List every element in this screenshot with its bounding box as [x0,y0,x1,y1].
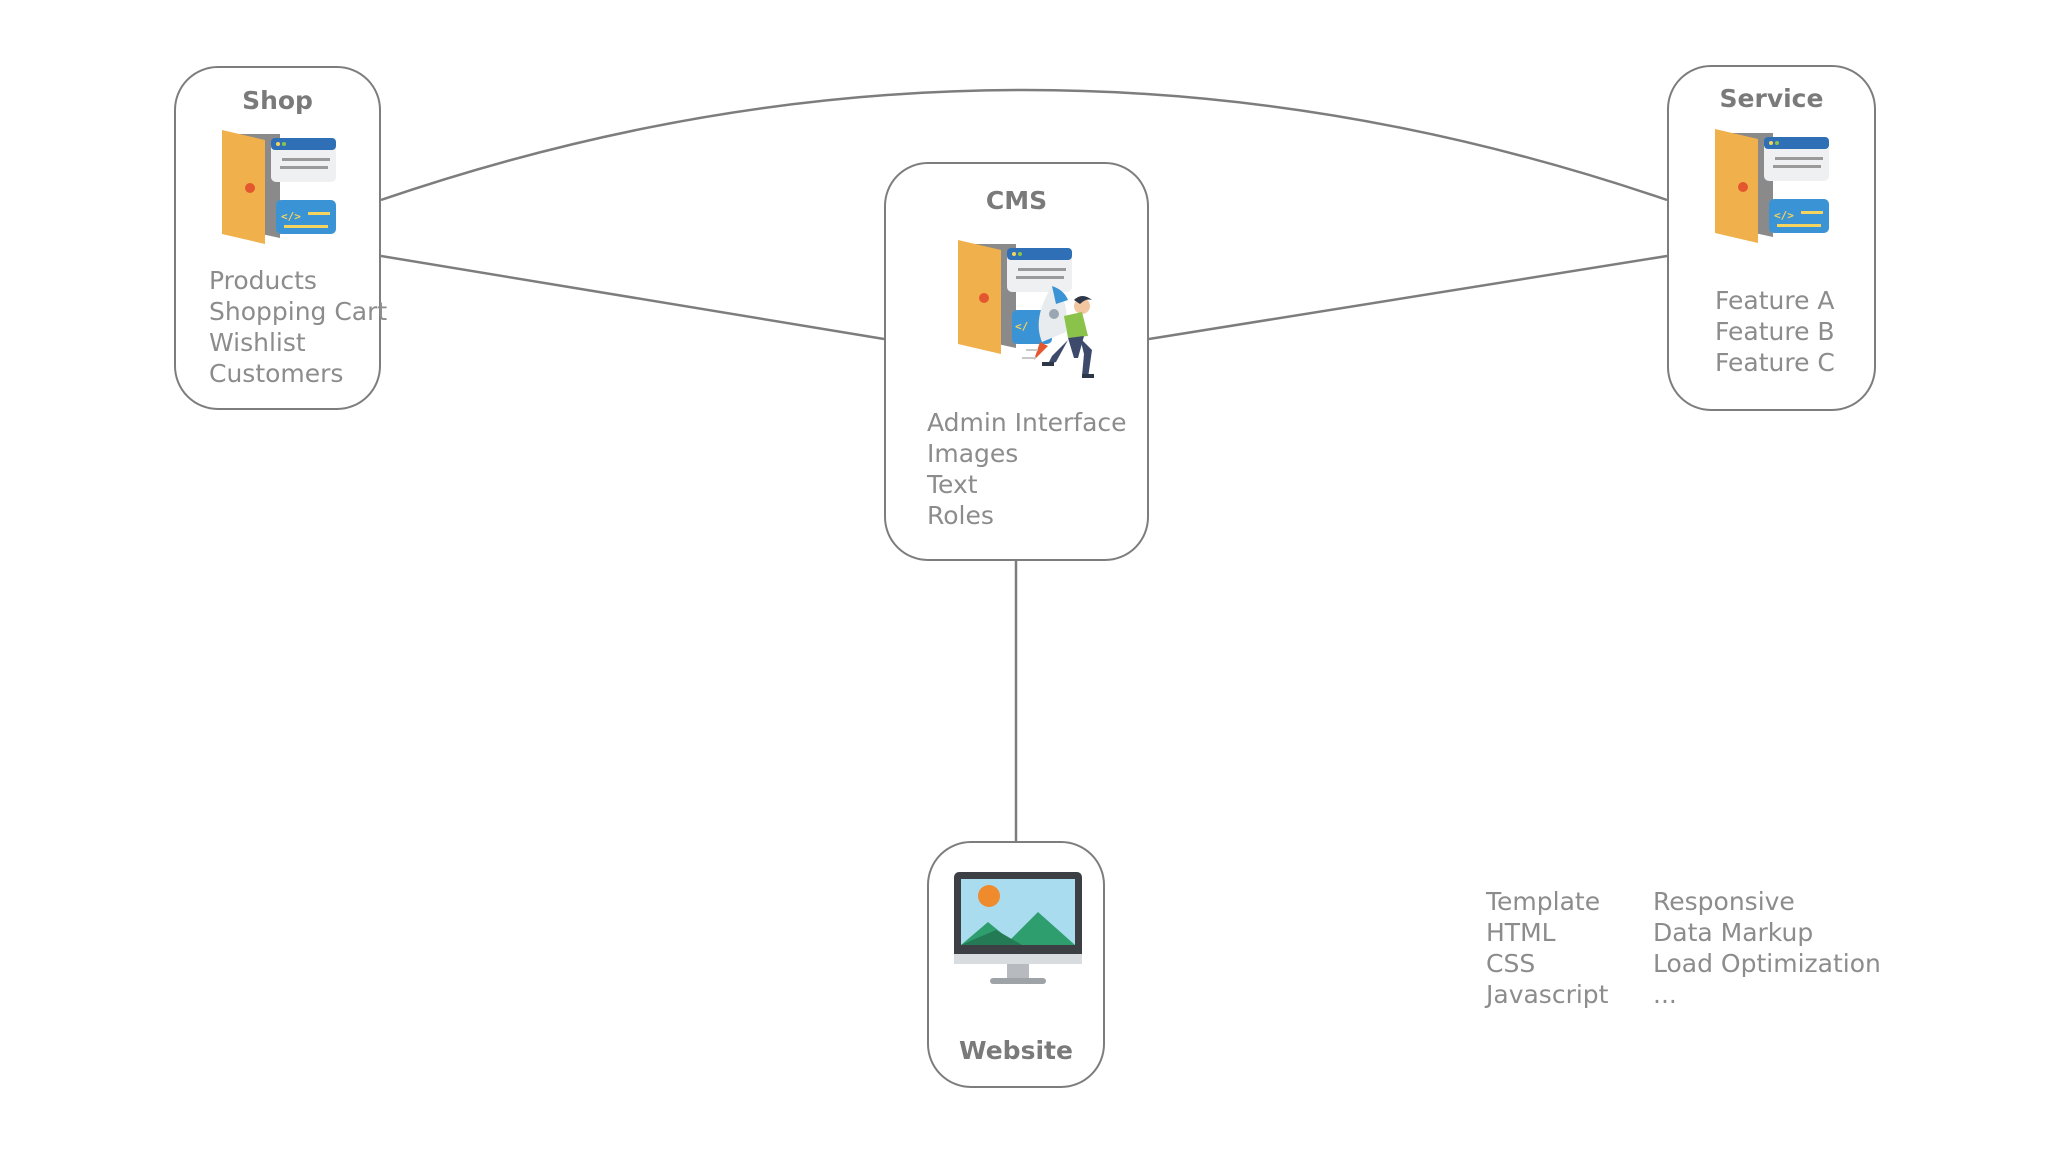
list-item: Products [209,266,317,295]
list-item: Feature A [1715,286,1835,315]
node-item-list: Admin Interface Images Text Roles [927,407,1127,531]
monitor-landscape-icon [952,870,1084,998]
node-shop: Shop </> Products Shopping Cart Wishlist… [174,66,387,410]
list-item: HTML [1486,918,1556,947]
list-item: Shopping Cart [209,297,388,326]
notes-right-list: Responsive Data Markup Load Optimization… [1653,886,1881,1010]
node-title: Shop [242,86,313,115]
node-item-list: Feature A Feature B Feature C [1715,285,1835,378]
notes-left-list: Template HTML CSS Javascript [1486,886,1608,1010]
edge-service-cms [1148,254,1668,341]
list-item: Text [927,470,978,499]
edge-shop-cms [380,254,885,341]
door-code-window-icon: </> [1713,127,1833,251]
edge-shop-service [380,88,1668,202]
node-item-list: Products Shopping Cart Wishlist Customer… [209,265,387,389]
list-item: Javascript [1486,980,1609,1009]
list-item: Roles [927,501,994,530]
list-item: Admin Interface [927,408,1127,437]
node-title: Website [959,1036,1073,1065]
list-item: ... [1653,980,1677,1009]
node-service: Service </> Feature A Feature B Feature … [1667,65,1876,411]
door-rocket-person-icon: </ [956,238,1106,402]
list-item: CSS [1486,949,1536,978]
list-item: Data Markup [1653,918,1814,947]
list-item: Feature B [1715,317,1835,346]
node-title: Service [1719,84,1824,113]
list-item: Template [1486,887,1601,916]
list-item: Wishlist [209,328,306,357]
node-cms: CMS </ [884,162,1149,561]
door-code-window-icon: </> [220,128,340,252]
list-item: Load Optimization [1653,949,1881,978]
node-website: Website [927,841,1105,1088]
svg-text:</>: </> [1774,209,1794,222]
list-item: Customers [209,359,344,388]
list-item: Responsive [1653,887,1795,916]
list-item: Feature C [1715,348,1835,377]
svg-text:</>: </> [281,210,301,223]
node-title: CMS [985,186,1048,215]
list-item: Images [927,439,1019,468]
svg-text:</: </ [1015,320,1029,333]
